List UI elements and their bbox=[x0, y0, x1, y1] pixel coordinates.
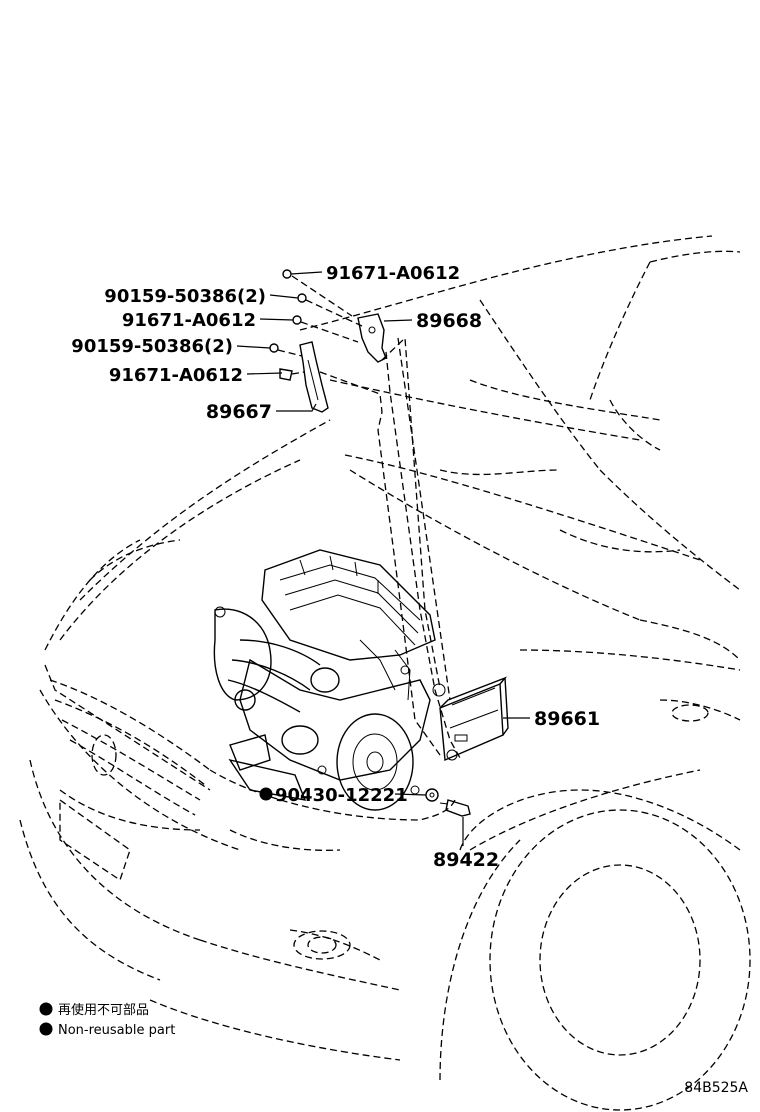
bolt-icon bbox=[282, 269, 292, 279]
callout-screw-2: 90159-50386(2) bbox=[71, 336, 233, 357]
legend: 再使用不可部品 Non-reusable part bbox=[39, 1002, 175, 1038]
engine-assembly bbox=[213, 549, 436, 811]
installation-lines bbox=[277, 275, 461, 759]
non-reusable-mark bbox=[259, 787, 273, 801]
callout-bolt-mid: 91671-A0612 bbox=[122, 310, 256, 331]
callout-labels: 91671-A0612 90159-50386(2) 91671-A0612 9… bbox=[71, 263, 600, 871]
bolt-icon bbox=[279, 368, 293, 381]
screw-icon bbox=[269, 343, 279, 353]
callout-screw-1: 90159-50386(2) bbox=[104, 286, 266, 307]
diagram-code: 84B525A bbox=[684, 1080, 748, 1096]
legend-bullet bbox=[39, 1002, 53, 1016]
bolt-icon bbox=[292, 315, 302, 325]
ecu-module bbox=[432, 676, 509, 762]
callout-bolt-top: 91671-A0612 bbox=[326, 263, 460, 284]
clip-icon bbox=[425, 788, 439, 802]
vehicle-outline bbox=[19, 235, 751, 1111]
screw-icon bbox=[297, 293, 307, 303]
legend-en-text: Non-reusable part bbox=[58, 1023, 175, 1038]
brackets bbox=[299, 313, 387, 413]
legend-jp-text: 再使用不可部品 bbox=[58, 1002, 149, 1018]
callout-bracket-right: 89668 bbox=[416, 310, 482, 332]
callout-bolt-low: 91671-A0612 bbox=[109, 365, 243, 386]
legend-bullet bbox=[39, 1022, 53, 1036]
callout-clip: 90430-12221 bbox=[275, 785, 408, 806]
sensor-part bbox=[439, 799, 471, 817]
callout-ecu: 89661 bbox=[534, 708, 600, 730]
leader-lines bbox=[236, 271, 530, 846]
callout-bracket-left: 89667 bbox=[206, 401, 272, 423]
callout-sensor: 89422 bbox=[433, 849, 499, 871]
